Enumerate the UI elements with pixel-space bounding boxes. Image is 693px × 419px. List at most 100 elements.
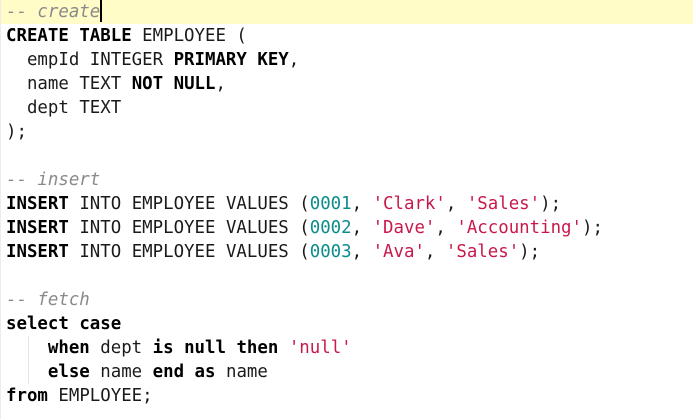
sql-keyword: is — [152, 338, 174, 358]
code-line[interactable]: empId INTEGER PRIMARY KEY, — [1, 48, 693, 72]
punctuation — [174, 338, 184, 358]
sql-keyword: NULL — [173, 74, 216, 94]
punctuation: , — [424, 242, 446, 262]
sql-keyword: INSERT — [6, 194, 69, 214]
code-line[interactable]: INSERT INTO EMPLOYEE VALUES (0001, 'Clar… — [1, 192, 693, 216]
punctuation: , — [288, 50, 300, 70]
sql-identifier: VALUES — [225, 242, 289, 262]
punctuation — [132, 26, 142, 46]
code-line[interactable]: -- fetch — [1, 288, 693, 312]
sql-identifier: VALUES — [225, 194, 289, 214]
code-line-active[interactable]: -- create — [1, 0, 693, 24]
punctuation — [6, 50, 27, 70]
punctuation — [6, 98, 27, 118]
punctuation — [6, 338, 48, 358]
sql-keyword: select — [6, 314, 69, 334]
sql-keyword: then — [236, 338, 279, 358]
sql-keyword: case — [79, 314, 122, 334]
sql-keyword: from — [6, 386, 48, 406]
punctuation — [215, 218, 225, 238]
code-line[interactable]: INSERT INTO EMPLOYEE VALUES (0003, 'Ava'… — [1, 240, 693, 264]
number-literal: 0003 — [309, 242, 352, 262]
code-line[interactable] — [1, 144, 693, 168]
punctuation — [121, 218, 131, 238]
text-cursor — [100, 0, 103, 22]
punctuation: , — [215, 74, 226, 94]
punctuation — [215, 194, 225, 214]
number-literal: 0001 — [309, 194, 352, 214]
sql-keyword: NOT — [131, 74, 164, 94]
punctuation — [90, 338, 100, 358]
code-line[interactable]: from EMPLOYEE; — [1, 384, 693, 408]
sql-identifier: EMPLOYEE — [142, 26, 226, 46]
punctuation: ); — [581, 218, 603, 238]
code-line[interactable]: -- insert — [1, 168, 693, 192]
punctuation — [226, 338, 236, 358]
punctuation: ( — [288, 218, 310, 238]
sql-identifier: EMPLOYEE — [58, 386, 143, 406]
punctuation — [69, 218, 79, 238]
punctuation — [79, 50, 89, 70]
string-literal: 'Sales' — [445, 242, 520, 262]
punctuation — [6, 362, 48, 382]
number-literal: 0002 — [309, 218, 352, 238]
code-line[interactable] — [1, 264, 693, 288]
punctuation — [69, 242, 79, 262]
sql-identifier: TEXT — [79, 74, 122, 94]
sql-identifier: EMPLOYEE — [131, 218, 216, 238]
punctuation: ); — [6, 122, 27, 142]
sql-keyword: INSERT — [6, 218, 69, 238]
punctuation — [216, 362, 226, 382]
punctuation — [215, 242, 225, 262]
punctuation — [163, 50, 173, 70]
sql-identifier: dept — [26, 98, 69, 118]
comment: -- create — [6, 2, 101, 22]
punctuation: , — [351, 218, 373, 238]
comment: -- insert — [6, 170, 101, 190]
code-line[interactable]: select case — [1, 312, 693, 336]
punctuation — [69, 194, 79, 214]
punctuation: , — [351, 194, 373, 214]
sql-keyword: CREATE — [6, 26, 69, 46]
punctuation — [69, 74, 79, 94]
string-literal: 'Sales' — [466, 194, 541, 214]
code-line[interactable]: else name end as name — [1, 360, 693, 384]
punctuation — [69, 314, 79, 334]
sql-identifier: VALUES — [225, 218, 289, 238]
punctuation: ( — [225, 26, 247, 46]
punctuation — [69, 98, 79, 118]
sql-keyword: when — [47, 338, 90, 358]
sql-keyword: as — [194, 362, 216, 382]
string-literal: 'Dave' — [372, 218, 436, 238]
sql-identifier: INTO — [79, 242, 122, 262]
sql-identifier: EMPLOYEE — [131, 242, 216, 262]
code-line[interactable]: dept TEXT — [1, 96, 693, 120]
sql-identifier: name — [225, 362, 268, 382]
sql-keyword: null — [184, 338, 226, 358]
punctuation — [142, 338, 152, 358]
string-literal: 'Ava' — [372, 242, 425, 262]
punctuation: ); — [540, 194, 562, 214]
sql-identifier: dept — [100, 338, 143, 358]
string-literal: 'Accounting' — [456, 218, 582, 238]
code-line[interactable]: name TEXT NOT NULL, — [1, 72, 693, 96]
sql-identifier: INTO — [79, 194, 122, 214]
code-line[interactable]: INSERT INTO EMPLOYEE VALUES (0002, 'Dave… — [1, 216, 693, 240]
sql-identifier: INTEGER — [89, 50, 164, 70]
punctuation — [184, 362, 194, 382]
code-line[interactable]: CREATE TABLE EMPLOYEE ( — [1, 24, 693, 48]
code-line[interactable]: ); — [1, 120, 693, 144]
sql-keyword: KEY — [257, 50, 289, 70]
code-line[interactable]: when dept is null then 'null' — [1, 336, 693, 360]
comment: -- fetch — [6, 290, 90, 310]
punctuation — [121, 242, 131, 262]
punctuation: ( — [288, 194, 310, 214]
sql-keyword: else — [47, 362, 90, 382]
sql-keyword: INSERT — [6, 242, 69, 262]
sql-identifier: empId — [26, 50, 80, 70]
punctuation: , — [435, 218, 457, 238]
punctuation: ); — [519, 242, 541, 262]
punctuation — [121, 74, 131, 94]
punctuation — [142, 362, 152, 382]
